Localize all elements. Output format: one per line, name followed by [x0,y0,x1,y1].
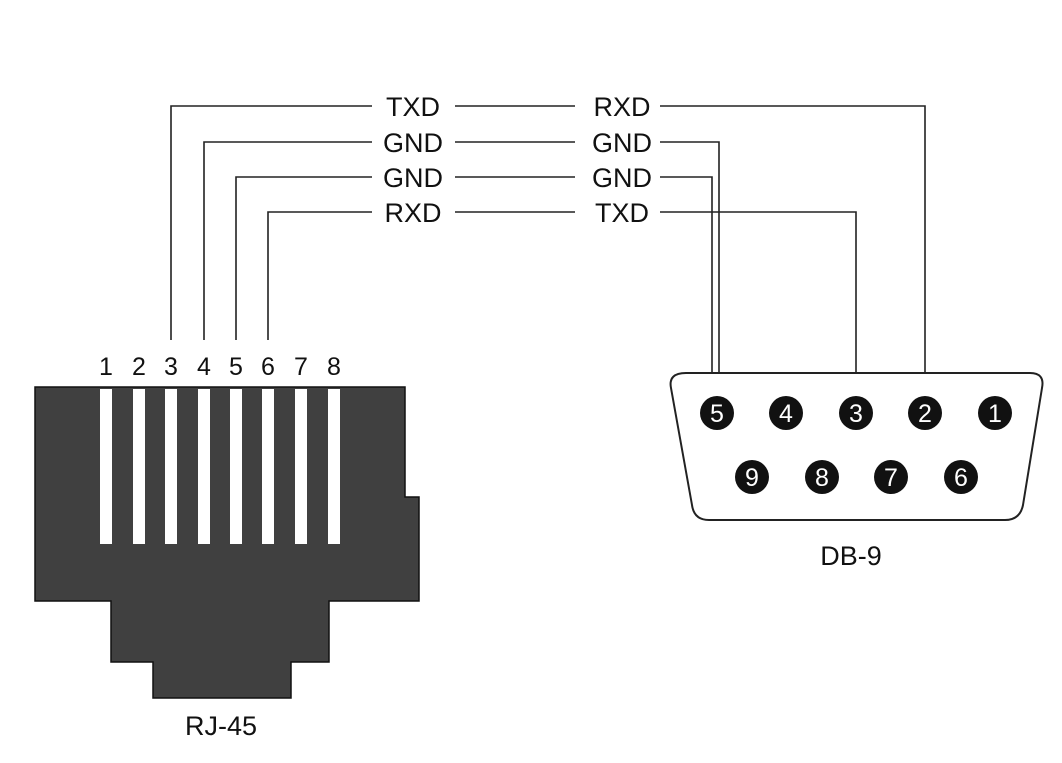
rj45-pin-contact [133,389,145,544]
wire-segment [660,211,857,396]
db9-connector: 5 4 3 2 1 9 8 7 6 DB-9 [669,372,1044,571]
rj45-label: RJ-45 [185,711,257,741]
rj45-body [34,386,420,699]
db9-pin [874,460,908,494]
wire-segment [235,176,372,340]
db9-pin-number: 6 [954,464,968,492]
rj45-pin-contact [100,389,112,544]
rj45-pin-contact [295,389,307,544]
db9-pin [978,396,1012,430]
rj45-pin-contact [262,389,274,544]
db9-pin [700,396,734,430]
rj45-pin-number: 8 [327,353,341,381]
db9-pin-number: 8 [815,464,829,492]
rj45-pin-number: 5 [229,353,243,381]
wire-label-rj45-side: GND [383,163,443,193]
db9-pin [839,396,873,430]
rj45-pin-contact [165,389,177,544]
rj45-pin-number: 6 [261,353,275,381]
db9-pin-number: 5 [710,400,724,428]
wire-segment [203,141,372,340]
db9-pin-number: 9 [745,464,759,492]
wire-label-db9-side: GND [592,163,652,193]
rj45-pin-contact [328,389,340,544]
wire-label-db9-side: TXD [595,198,649,228]
rj45-pin-number: 1 [99,353,113,381]
rj45-pin-number: 4 [197,353,211,381]
wire-segment [660,105,926,396]
wires [170,105,926,404]
db9-pin [908,396,942,430]
rj45-pin-number: 7 [294,353,308,381]
wire-label-db9-side: RXD [593,92,650,122]
wire-segment [660,176,713,404]
db9-pin-number: 1 [988,400,1002,428]
rj45-pin-contact [230,389,242,544]
rj45-pin-contact [198,389,210,544]
db9-pin-number: 3 [849,400,863,428]
wire-segment [170,105,372,340]
db9-pin [944,460,978,494]
db9-pin [769,396,803,430]
db9-pin [805,460,839,494]
db9-pin-number: 4 [779,400,793,428]
db9-pins: 5 4 3 2 1 9 8 7 6 [700,396,1012,494]
wire-label-rj45-side: TXD [386,92,440,122]
wire-segment [660,141,720,404]
db9-label: DB-9 [820,541,882,571]
db9-pin-number: 7 [884,464,898,492]
rj45-pin-number: 2 [132,353,146,381]
wire-label-rj45-side: GND [383,128,443,158]
db9-pin [735,460,769,494]
wire-labels: TXD RXD GND GND GND GND RXD TXD [383,92,652,228]
wire-label-rj45-side: RXD [384,198,441,228]
db9-pin-number: 2 [918,400,932,428]
rj45-pin-number: 3 [164,353,178,381]
db9-shell [669,372,1044,521]
wire-segment [267,211,372,340]
wire-label-db9-side: GND [592,128,652,158]
